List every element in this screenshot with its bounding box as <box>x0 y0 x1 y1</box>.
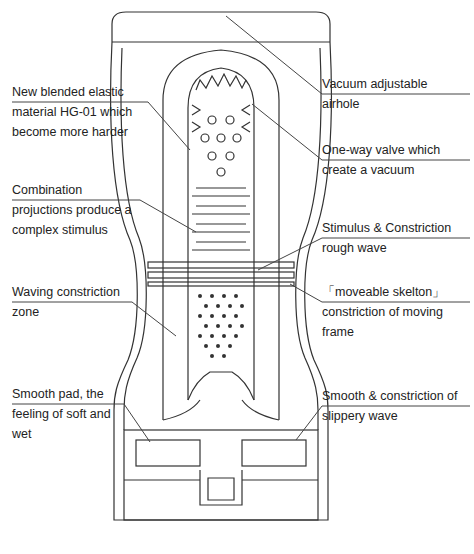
callout-label: One-way valve which create a vacuum <box>322 140 468 180</box>
callout-label: Smooth pad, the feeling of soft and wet <box>12 384 122 444</box>
callout-label: New blended elastic material HG-01 which… <box>12 82 152 142</box>
callout-label: Stimulus & Constriction rough wave <box>322 218 468 258</box>
callout-label: Waving constriction zone <box>12 282 128 322</box>
callout-label: Smooth & constriction of slippery wave <box>322 386 468 426</box>
callout-label: 「moveable skelton」 constriction of movin… <box>322 282 468 342</box>
callout-label: Combination projuctions produce a comple… <box>12 180 144 240</box>
callout-label: Vacuum adjustable airhole <box>322 74 468 114</box>
